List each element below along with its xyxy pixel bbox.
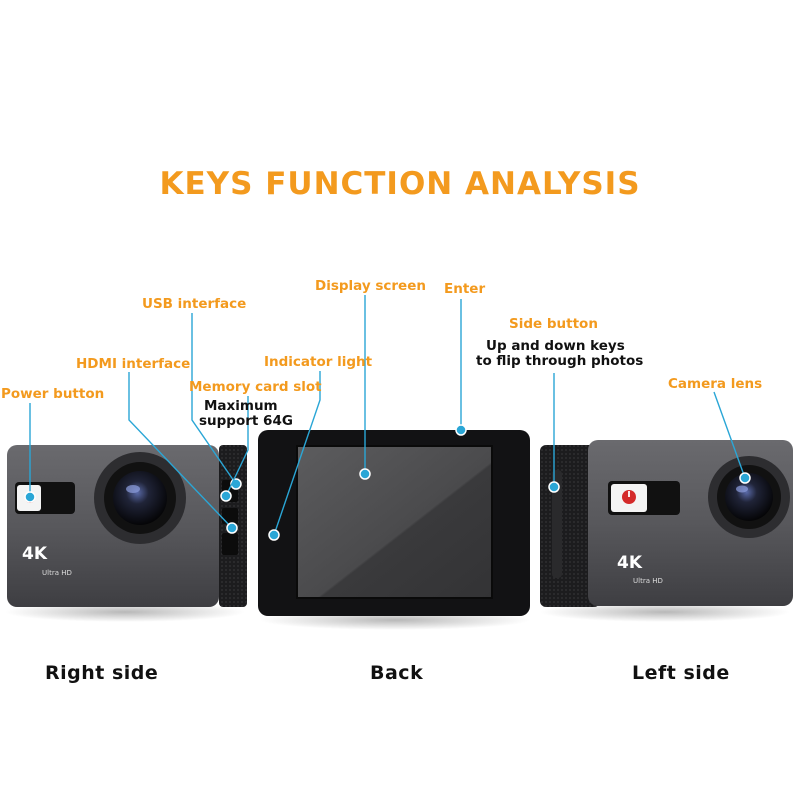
camera-back <box>258 430 530 630</box>
lens-icon <box>113 471 167 525</box>
caption-back: Back <box>370 662 423 684</box>
display-screen <box>296 445 493 599</box>
ultra-hd-badge: Ultra HD <box>42 569 72 577</box>
side-button-icon <box>552 470 562 578</box>
label-enter: Enter <box>444 281 485 297</box>
page-title: KEYS FUNCTION ANALYSIS <box>159 166 641 202</box>
label-usb-interface: USB interface <box>142 296 246 312</box>
label-memory-card-slot: Memory card slot <box>189 379 322 395</box>
label-indicator-light: Indicator light <box>264 354 373 370</box>
camera-lens-icon <box>725 473 773 521</box>
label-hdmi-interface: HDMI interface <box>76 356 190 372</box>
label-display-screen: Display screen <box>315 278 426 294</box>
caption-left-side: Left side <box>632 662 730 684</box>
label-camera-lens: Camera lens <box>668 376 762 392</box>
leader-lines <box>24 295 751 541</box>
note-side-2: to flip through photos <box>476 353 643 369</box>
4k-badge: 4K <box>22 544 48 564</box>
hdmi-port-icon <box>222 533 238 555</box>
4k-badge-left: 4K <box>617 553 643 573</box>
note-memory-2: support 64G <box>199 413 293 429</box>
svg-text:Ultra HD: Ultra HD <box>633 577 663 585</box>
caption-right-side: Right side <box>45 662 158 684</box>
camera-left-side: 4K Ultra HD <box>540 440 793 622</box>
card-slot-icon <box>222 508 238 524</box>
label-side-button: Side button <box>509 316 598 332</box>
note-memory-1: Maximum <box>204 398 278 414</box>
note-side-1: Up and down keys <box>486 338 625 354</box>
label-power-button: Power button <box>1 386 104 402</box>
camera-right-side: 4K Ultra HD <box>5 445 247 622</box>
